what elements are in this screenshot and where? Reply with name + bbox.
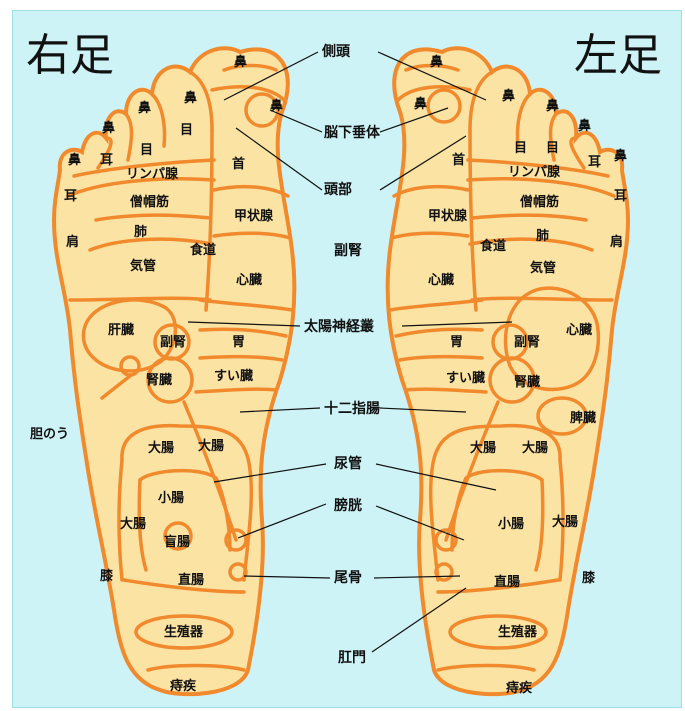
r-pancreas: すい臓 [214,368,253,384]
l-large-int1: 大腸 [470,440,496,456]
l-thyroid: 甲状腺 [428,208,468,224]
l-small-int: 小腸 [498,517,524,532]
l-nose5: 鼻 [578,118,591,134]
left-foot [388,48,628,694]
l-knee: 膝 [581,570,596,586]
l-nose6: 鼻 [614,148,627,164]
r-heart: 心臓 [236,272,262,288]
label-pituitary: 脳下垂体 [324,124,381,141]
l-nose2: 鼻 [502,88,515,104]
label-adrenal-center: 副腎 [334,243,362,259]
l-neck: 首 [452,152,465,168]
l-adrenal: 副腎 [514,335,540,350]
l-heart-small: 心臓 [428,272,454,288]
r-shoulder: 肩 [66,234,79,250]
label-head: 頭部 [324,181,352,198]
r-nose3: 鼻 [270,98,283,114]
label-coccyx: 尾骨 [334,569,362,586]
l-spleen: 脾臓 [570,410,596,426]
r-knee: 膝 [99,568,114,584]
r-stomach: 胃 [232,335,245,350]
center-labels: 側頭 脳下垂体 頭部 副腎 太陽神経叢 十二指腸 尿管 膀胱 尾骨 肛門 [304,43,381,666]
r-ear1: 耳 [100,153,113,168]
r-lymph: リンパ腺 [126,166,179,182]
l-hemorrhoid: 痔疾 [506,680,533,696]
label-solar-plexus: 太陽神経叢 [304,318,374,335]
r-lung: 肺 [134,224,147,240]
r-trachea: 気管 [130,258,156,274]
r-ear2: 耳 [64,189,77,204]
l-genital: 生殖器 [498,624,538,640]
r-hemorrhoid: 痔疾 [170,678,197,694]
l-lung: 肺 [536,228,549,244]
l-nose4: 鼻 [546,98,559,114]
l-rectum: 直腸 [494,574,520,590]
label-anus: 肛門 [338,650,366,666]
l-trachea: 気管 [530,260,556,276]
r-adrenal: 副腎 [160,335,186,350]
l-esophagus: 食道 [480,238,506,254]
r-kidney: 腎臓 [146,372,172,388]
label-ureter: 尿管 [334,455,362,472]
l-shoulder: 肩 [610,234,623,250]
l-heart: 心臓 [566,322,592,338]
r-large-int2: 大腸 [198,438,224,454]
r-rectum: 直腸 [178,572,204,588]
r-appendix: 盲腸 [164,534,190,550]
l-eye1: 目 [514,141,527,156]
l-large-int3: 大腸 [552,514,578,530]
r-esophagus: 食道 [190,242,216,258]
l-stomach: 胃 [450,335,463,350]
label-side-head: 側頭 [321,43,351,60]
r-nose5: 鼻 [102,120,115,136]
r-nose4: 鼻 [138,100,151,116]
l-large-int2: 大腸 [522,440,548,456]
r-nose2: 鼻 [184,90,197,106]
l-kidney: 腎臓 [514,374,540,390]
label-duodenum: 十二指腸 [324,400,380,417]
r-neck: 首 [232,156,245,172]
r-small-int: 小腸 [158,491,184,506]
l-nose1: 鼻 [430,54,443,70]
left-foot-outline [388,48,628,694]
r-liver: 肝臓 [108,322,134,338]
r-gallbladder: 胆のう [30,427,69,442]
r-thyroid: 甲状腺 [234,208,274,224]
l-lymph: リンパ腺 [508,164,561,180]
right-foot [54,48,294,694]
r-eye2: 目 [180,123,193,138]
l-nose3: 鼻 [414,96,427,112]
l-trapezius: 僧帽筋 [520,194,559,210]
r-trapezius: 僧帽筋 [130,194,169,210]
l-pancreas: すい臓 [446,370,485,386]
r-eye1: 目 [140,143,153,158]
r-large-int1: 大腸 [148,440,174,456]
right-foot-title: 右足 [26,30,114,81]
l-ear2: 耳 [614,189,627,204]
r-genital: 生殖器 [164,624,204,640]
l-ear1: 耳 [588,155,601,170]
r-nose6: 鼻 [68,152,81,168]
r-nose1: 鼻 [234,54,247,70]
label-bladder: 膀胱 [333,497,362,514]
right-foot-outline [54,48,294,694]
r-large-int3: 大腸 [120,516,146,532]
l-eye2: 目 [546,141,559,156]
left-foot-title: 左足 [574,30,662,81]
